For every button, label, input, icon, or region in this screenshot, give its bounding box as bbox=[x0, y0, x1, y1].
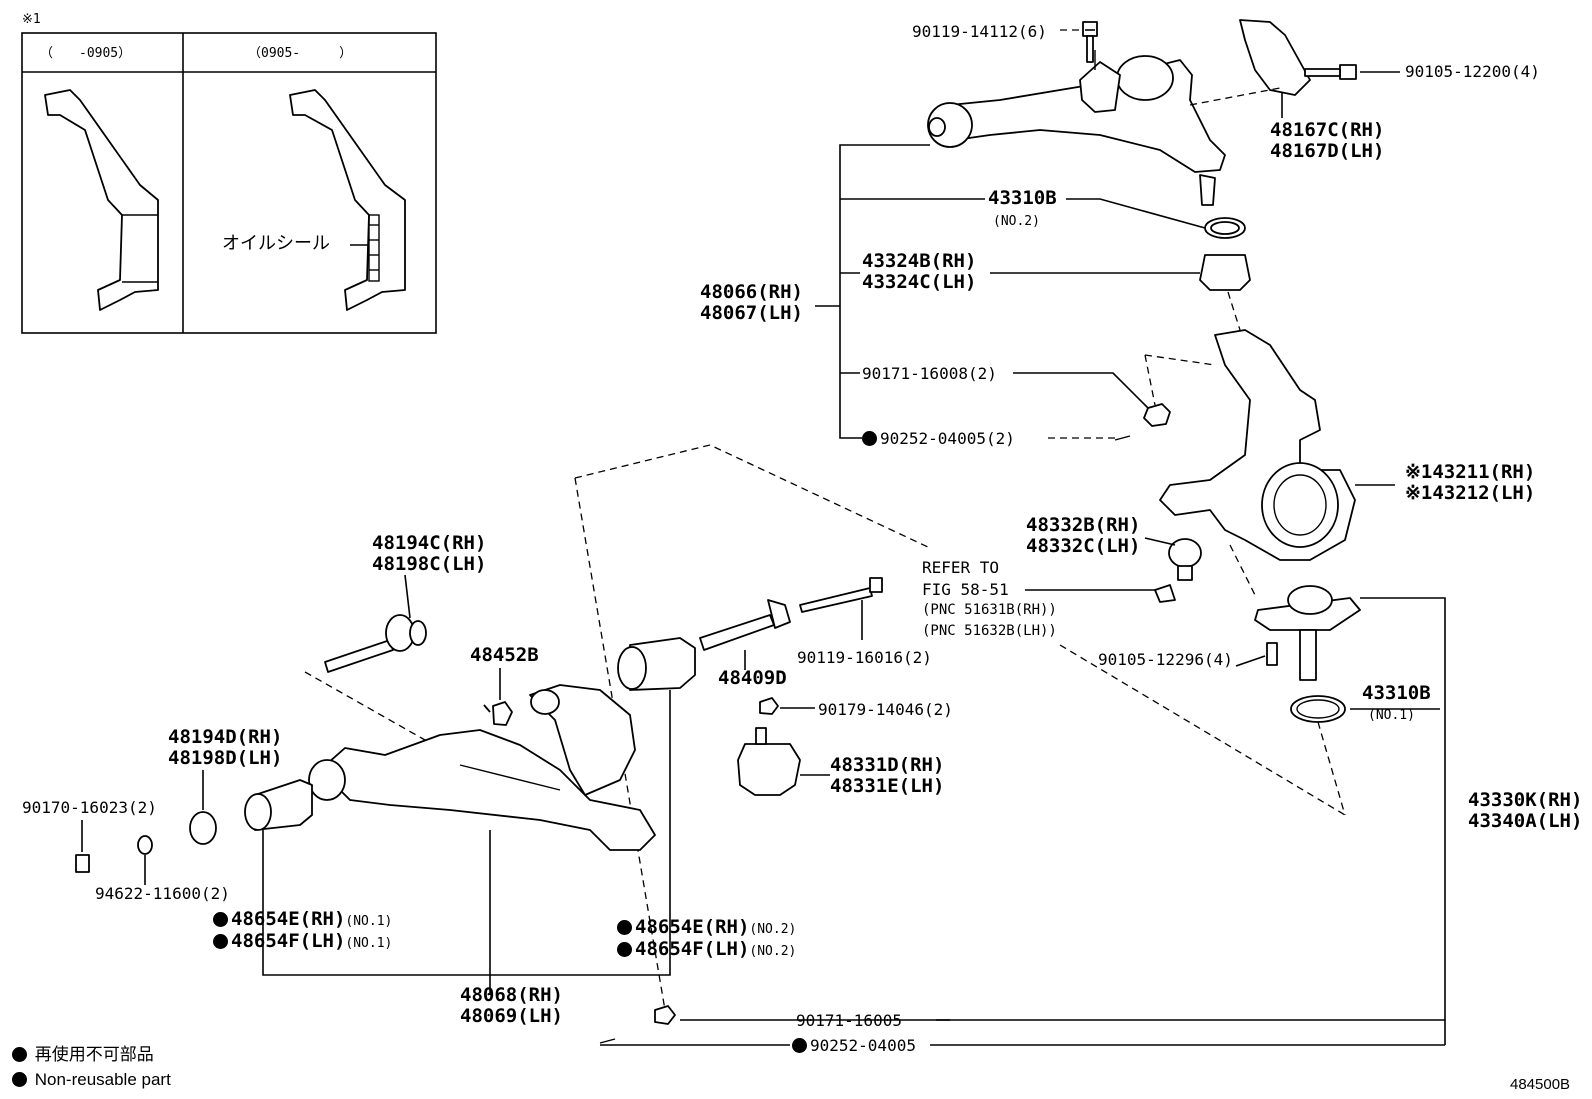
label-90170-16023: 90170-16023(2) bbox=[22, 798, 157, 817]
label-48409d: 48409D bbox=[718, 667, 787, 689]
non-reusable-dot bbox=[213, 912, 228, 927]
label-48198c: 48198C(LH) bbox=[372, 553, 487, 575]
non-reusable-dot bbox=[617, 920, 632, 935]
inset-note: ※1 bbox=[22, 12, 41, 27]
oil-seal-label: オイルシール bbox=[222, 233, 330, 253]
upper-ball-joint-parts bbox=[1199, 217, 1251, 331]
label-90119-16016: 90119-16016(2) bbox=[797, 648, 932, 667]
leader-lines bbox=[81, 29, 1446, 1046]
legend-en: Non-reusable part bbox=[12, 1070, 171, 1089]
legend-dot bbox=[12, 1072, 27, 1087]
non-reusable-dot bbox=[862, 431, 877, 446]
label-48654f-no1: 48654F(LH)(NO.1) bbox=[213, 931, 392, 954]
label-48654e-no2: 48654E(RH)(NO.2) bbox=[617, 917, 796, 940]
inset-col-right: （0905- ） bbox=[248, 46, 353, 61]
label-90179-14046: 90179-14046(2) bbox=[818, 700, 953, 719]
label-48331e: 48331E(LH) bbox=[830, 775, 945, 797]
label-48194c: 48194C(RH) bbox=[372, 532, 487, 554]
label-43310b-bot: 43310B bbox=[1362, 682, 1431, 704]
label-48654e-no1: 48654E(RH)(NO.1) bbox=[213, 909, 392, 932]
refer-line2: FIG 58-51 bbox=[922, 580, 1009, 599]
figure-code: 484500B bbox=[1510, 1076, 1571, 1093]
label-48332b: 48332B(RH) bbox=[1026, 514, 1141, 536]
label-43340a: 43340A(LH) bbox=[1468, 810, 1583, 832]
label-43330k: 43330K(RH) bbox=[1468, 789, 1583, 811]
legend-jp: 再使用不可部品 bbox=[12, 1045, 154, 1064]
label-48332c: 48332C(LH) bbox=[1026, 535, 1141, 557]
small-parts bbox=[75, 697, 801, 1044]
label-90252-04005a: 90252-04005(2) bbox=[862, 429, 1015, 448]
refer-line3: (PNC 51631B(RH)) bbox=[922, 602, 1057, 618]
refer-line4: (PNC 51632B(LH)) bbox=[922, 623, 1057, 639]
label-43310b-top-no: (NO.2) bbox=[993, 214, 1040, 229]
bolt-90119-14112 bbox=[1060, 21, 1098, 63]
ball-joint-48332 bbox=[1154, 538, 1202, 603]
non-reusable-dot bbox=[617, 942, 632, 957]
label-48167d: 48167D(LH) bbox=[1270, 140, 1385, 162]
label-94622-11600: 94622-11600(2) bbox=[95, 884, 230, 903]
label-43324b: 43324B(RH) bbox=[862, 250, 977, 272]
refer-line1: REFER TO bbox=[922, 558, 1000, 577]
label-48452b: 48452B bbox=[470, 644, 539, 666]
steering-knuckle bbox=[1114, 329, 1356, 561]
inset-col-left: （ -0905） bbox=[40, 46, 132, 61]
label-48198d: 48198D(LH) bbox=[168, 747, 283, 769]
label-48167c: 48167C(RH) bbox=[1270, 119, 1385, 141]
upper-arm bbox=[927, 50, 1226, 206]
lower-ball-joint bbox=[1229, 544, 1361, 816]
label-43310b-bot-no: (NO.1) bbox=[1368, 708, 1415, 723]
label-90171-16005: 90171-16005 bbox=[796, 1011, 902, 1030]
label-43211: ※143211(RH) bbox=[1405, 461, 1536, 483]
legend-dot bbox=[12, 1047, 27, 1062]
label-43324c: 43324C(LH) bbox=[862, 271, 977, 293]
non-reusable-dot bbox=[213, 934, 228, 949]
label-43212: ※143212(LH) bbox=[1405, 482, 1536, 504]
bushing-no1 bbox=[244, 779, 313, 831]
label-48654f-no2: 48654F(LH)(NO.2) bbox=[617, 939, 796, 962]
non-reusable-dot bbox=[792, 1038, 807, 1053]
lower-arm bbox=[308, 684, 656, 851]
label-48067: 48067(LH) bbox=[700, 302, 803, 324]
bushing-no2 bbox=[617, 637, 696, 691]
label-90119-14112: 90119-14112(6) bbox=[912, 22, 1047, 41]
inset-box bbox=[21, 32, 437, 334]
bolt-48194c bbox=[324, 614, 427, 673]
bracket-48167 bbox=[1189, 19, 1400, 106]
label-48066: 48066(RH) bbox=[700, 281, 803, 303]
label-90105-12296: 90105-12296(4) bbox=[1098, 650, 1233, 669]
bolt-48409d bbox=[699, 577, 883, 651]
dashed-guides bbox=[304, 444, 1346, 1011]
label-90105-12200: 90105-12200(4) bbox=[1405, 62, 1540, 81]
label-43310b-top: 43310B bbox=[988, 187, 1057, 209]
label-48331d: 48331D(RH) bbox=[830, 754, 945, 776]
label-48194d: 48194D(RH) bbox=[168, 726, 283, 748]
label-48069: 48069(LH) bbox=[460, 1005, 563, 1027]
label-90252-04005b: 90252-04005 bbox=[792, 1036, 916, 1055]
label-48068: 48068(RH) bbox=[460, 984, 563, 1006]
label-90171-16008: 90171-16008(2) bbox=[862, 364, 997, 383]
